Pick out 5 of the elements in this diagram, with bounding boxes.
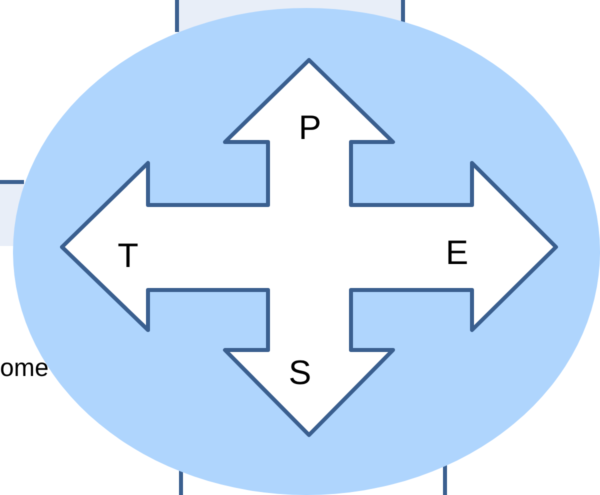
arrow-letter: S — [288, 356, 312, 390]
partial-text: ome — [0, 356, 49, 381]
arrow-letter: E — [446, 236, 468, 270]
arrow-letter: T — [118, 239, 138, 273]
arrow-letter: P — [298, 111, 322, 145]
